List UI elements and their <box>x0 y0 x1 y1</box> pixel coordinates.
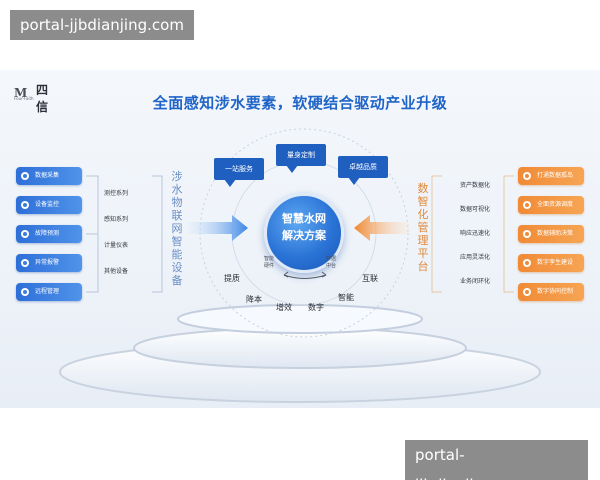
flag-excellent-quality: 卓越品质 <box>338 156 388 185</box>
bullet-icon <box>21 172 29 180</box>
inner-label-hardware: 智能 硬件 <box>263 256 274 269</box>
ring-word-connect: 互联 <box>362 274 378 283</box>
brand-logo: M 四信 Four-Faith <box>14 82 48 114</box>
logo-name: 四信 <box>36 83 49 114</box>
left-item-label: 异常报警 <box>35 259 60 266</box>
right-vertical-title: 数智化管理平台 <box>417 182 429 273</box>
solution-banner: M 四信 Four-Faith 全面感知涉水要素，软硬结合驱动产业升级 数据采集… <box>0 70 600 408</box>
right-item-label: 数字孪生建设 <box>537 259 574 266</box>
bullet-icon <box>523 288 531 296</box>
decor-rings <box>59 128 541 403</box>
logo-subtitle: Four-Faith <box>14 96 34 101</box>
right-item-label: 全面资源调度 <box>537 201 574 208</box>
capability-label: 响应迅速化 <box>460 230 491 237</box>
left-item-remote-management: 远程管理 <box>16 283 82 301</box>
inner-label-data-platform: 数据 中台 <box>325 256 336 269</box>
left-item-alarm: 异常报警 <box>16 254 82 272</box>
left-vertical-title: 涉水物联网智能设备 <box>171 170 183 287</box>
system-label: 感知系列 <box>104 216 129 223</box>
capability-label: 应用灵活化 <box>460 254 491 261</box>
system-label: 其他设备 <box>104 268 129 275</box>
bullet-icon <box>523 230 531 238</box>
capability-label: 资产数据化 <box>460 182 491 189</box>
left-item-fault-prediction: 故障预测 <box>16 225 82 243</box>
flag-one-stop-service: 一站服务 <box>214 158 264 187</box>
right-item-label: 打通数据孤岛 <box>537 172 574 179</box>
watermark-top: portal-jjbdianjing.com <box>10 10 194 40</box>
right-item-resource-dispatch: 全面资源调度 <box>518 196 584 214</box>
logo-mark: M <box>14 86 27 100</box>
left-item-label: 故障预测 <box>35 230 60 237</box>
bullet-icon <box>523 259 531 267</box>
center-hub <box>264 193 344 273</box>
watermark-bottom: portal-jjbdianjing.com <box>405 440 588 480</box>
right-item-label: 数据辅助决策 <box>537 230 574 237</box>
right-item-data-silos: 打通数据孤岛 <box>518 167 584 185</box>
flag-customized: 量身定制 <box>276 144 326 173</box>
left-item-device-monitoring: 设备监控 <box>16 196 82 214</box>
bullet-icon <box>21 288 29 296</box>
bullet-icon <box>523 201 531 209</box>
center-title-line2: 解决方案 <box>282 229 326 242</box>
center-title-line1: 智慧水网 <box>282 212 326 225</box>
bullet-icon <box>523 172 531 180</box>
right-item-decision-support: 数据辅助决策 <box>518 225 584 243</box>
headline: 全面感知涉水要素，软硬结合驱动产业升级 <box>152 94 448 112</box>
ring-word-smart: 智能 <box>338 293 354 302</box>
system-label: 测控系列 <box>104 190 129 197</box>
capability-label: 数据可视化 <box>460 206 491 213</box>
bullet-icon <box>21 230 29 238</box>
left-item-label: 设备监控 <box>35 201 60 208</box>
ring-word-efficiency: 增效 <box>276 303 292 312</box>
bullet-icon <box>21 201 29 209</box>
ring-word-digital: 数字 <box>308 303 324 312</box>
left-item-label: 远程管理 <box>35 288 60 295</box>
ring-word-cost: 降本 <box>246 295 262 304</box>
right-item-collaborative-control: 数字协同控制 <box>518 283 584 301</box>
left-item-label: 数据采集 <box>35 172 60 179</box>
system-label: 计量仪表 <box>104 242 129 249</box>
right-item-digital-twin: 数字孪生建设 <box>518 254 584 272</box>
bullet-icon <box>21 259 29 267</box>
right-item-label: 数字协同控制 <box>537 288 574 295</box>
ring-word-quality: 提质 <box>224 274 240 283</box>
capability-label: 业务闭环化 <box>460 278 491 285</box>
left-item-data-collection: 数据采集 <box>16 167 82 185</box>
